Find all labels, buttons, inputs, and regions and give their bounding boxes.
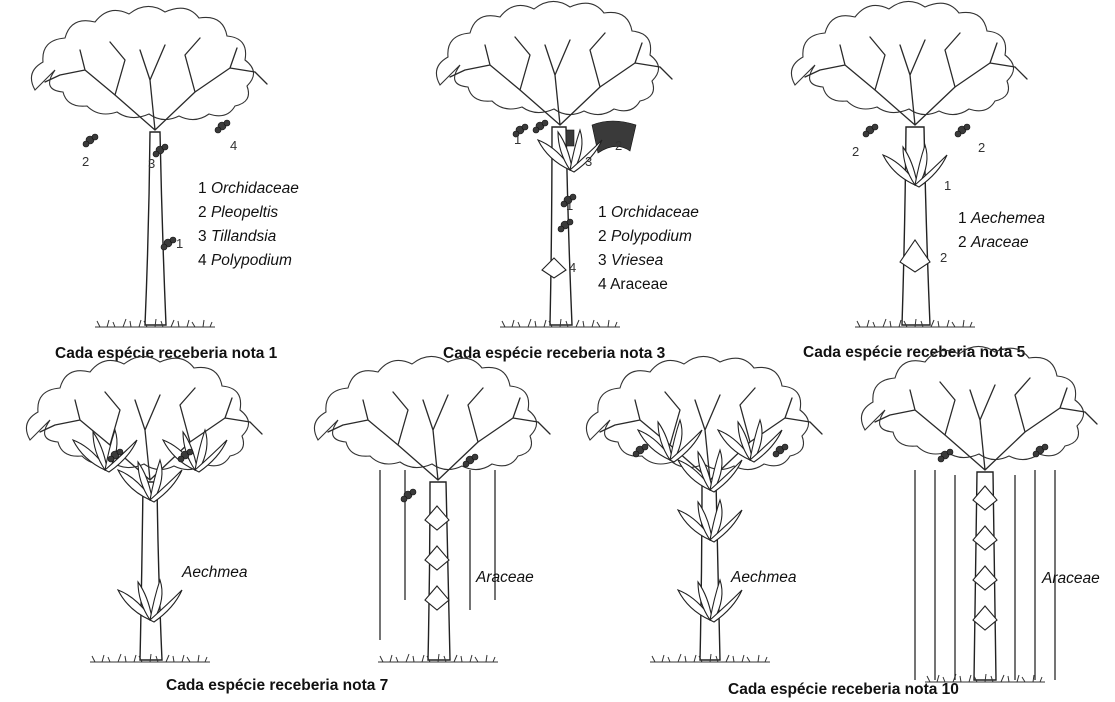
legend-species: Vriesea <box>611 252 664 269</box>
caption-nota-7: Cada espécie receberia nota 7 <box>166 677 388 694</box>
legend-num: 1 <box>598 204 607 221</box>
marker-4: 4 <box>230 138 237 153</box>
legend-species: Aechemea <box>970 210 1045 227</box>
svg-text:1 Orchidaceae: 1 Orchidaceae <box>598 204 699 221</box>
legend-species: Araceae <box>610 276 668 293</box>
svg-text:2 Araceae: 2 Araceae <box>958 234 1029 251</box>
legend-num: 1 <box>198 180 207 197</box>
legend-num: 2 <box>958 234 967 251</box>
marker-2: 2 <box>615 138 622 153</box>
species-aechmea-nota-10: Aechmea <box>730 569 797 586</box>
tree-nota-5: 2 2 1 2 <box>791 1 1027 327</box>
legend-nota-5: 1 Aechemea 2 Araceae <box>958 210 1045 251</box>
legend-species: Orchidaceae <box>611 204 699 221</box>
svg-text:3 Vriesea: 3 Vriesea <box>598 252 664 269</box>
legend-species: Tillandsia <box>211 228 277 245</box>
marker-3: 3 <box>585 154 592 169</box>
legend-num: 3 <box>598 252 607 269</box>
tree-nota-10-aechmea <box>586 356 822 662</box>
caption-nota-10: Cada espécie receberia nota 10 <box>728 681 959 698</box>
marker-2: 2 <box>852 144 859 159</box>
caption-nota-3: Cada espécie receberia nota 3 <box>443 345 666 362</box>
legend-nota-1: 1 Orchidaceae 2 Pleopeltis 3 Tillandsia … <box>198 180 299 269</box>
species-araceae-nota-10: Araceae <box>1041 570 1100 587</box>
tree-nota-10-araceae <box>861 346 1097 682</box>
legend-num: 3 <box>198 228 207 245</box>
caption-nota-5: Cada espécie receberia nota 5 <box>803 344 1026 361</box>
marker-4: 4 <box>569 260 576 275</box>
marker-2c: 2 <box>940 250 947 265</box>
legend-num: 1 <box>958 210 967 227</box>
legend-species: Polypodium <box>211 252 292 269</box>
tree-nota-7-araceae <box>314 356 550 662</box>
legend-species: Araceae <box>970 234 1029 251</box>
marker-1b: 1 <box>566 198 573 213</box>
marker-1: 1 <box>514 132 521 147</box>
svg-text:4 Polypodium: 4 Polypodium <box>198 252 292 269</box>
species-aechmea-nota-7: Aechmea <box>181 564 248 581</box>
tree-nota-1: 2 3 4 1 <box>31 6 267 327</box>
svg-text:3 Tillandsia: 3 Tillandsia <box>198 228 277 245</box>
marker-1: 1 <box>176 236 183 251</box>
marker-2: 2 <box>82 154 89 169</box>
legend-species: Pleopeltis <box>211 204 278 221</box>
legend-nota-3: 1 Orchidaceae 2 Polypodium 3 Vriesea 4 A… <box>598 204 699 293</box>
legend-species: Polypodium <box>611 228 692 245</box>
tree-nota-7-aechmea <box>26 356 262 662</box>
legend-num: 2 <box>598 228 607 245</box>
marker-3: 3 <box>148 156 155 171</box>
svg-text:2 Polypodium: 2 Polypodium <box>598 228 692 245</box>
svg-text:2 Pleopeltis: 2 Pleopeltis <box>198 204 278 221</box>
species-araceae-nota-7: Araceae <box>475 569 534 586</box>
legend-num: 4 <box>598 276 607 293</box>
legend-num: 2 <box>198 204 207 221</box>
marker-2b: 2 <box>978 140 985 155</box>
legend-species: Orchidaceae <box>211 180 299 197</box>
svg-text:1 Aechemea: 1 Aechemea <box>958 210 1045 227</box>
svg-text:4 Araceae: 4 Araceae <box>598 276 668 293</box>
marker-1: 1 <box>944 178 951 193</box>
svg-text:1 Orchidaceae: 1 Orchidaceae <box>198 180 299 197</box>
legend-num: 4 <box>198 252 207 269</box>
